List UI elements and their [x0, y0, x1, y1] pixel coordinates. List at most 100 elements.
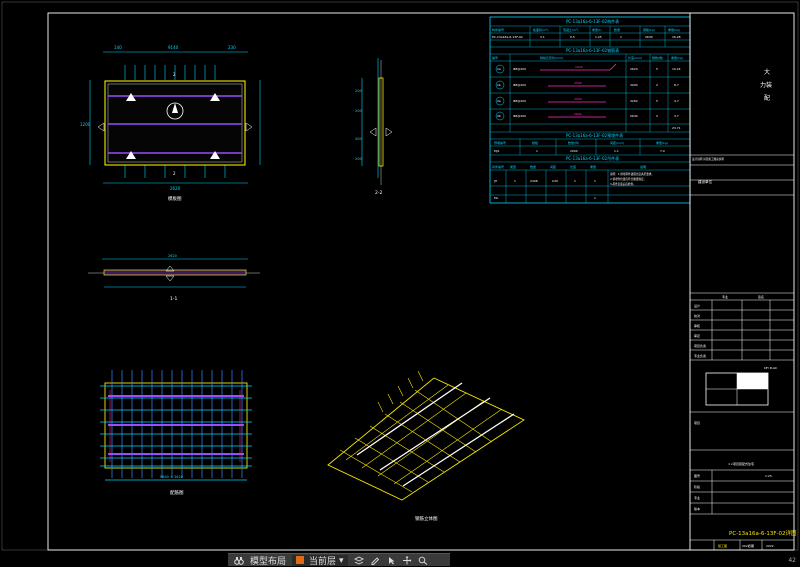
- layer-swatch: [296, 556, 305, 564]
- pointer-icon[interactable]: [386, 556, 396, 565]
- table-title-2: PC-13a16a-6-13F-02钢筋表: [566, 47, 619, 53]
- dim-22-2: 200: [355, 109, 362, 113]
- table-head-cell: 构件编号: [492, 27, 504, 32]
- rebar-weight: 3.7: [674, 114, 679, 118]
- table-note: 说明：1.预埋吊件锚固长度满足要求，: [610, 172, 654, 176]
- table-cell: 16.28: [672, 35, 681, 39]
- info-label: 阶段: [694, 484, 700, 489]
- table-head-cell: 说明: [640, 164, 646, 169]
- rebar-row: 2b Φ8@200 2600 2640 2 3.7: [495, 111, 679, 121]
- table-cell: 7.0: [660, 149, 665, 153]
- table-head-cell: 重量(kg): [671, 55, 683, 60]
- dim-top-3: 230: [228, 45, 236, 50]
- table-title-3: PC-13a16a-6-13F-02预埋件表: [566, 132, 623, 138]
- table-head-cell: 重量(kg): [668, 27, 680, 32]
- table-head-cell: 规格及形状(mm): [540, 55, 563, 60]
- layer-label: 当前层: [309, 555, 337, 566]
- layout-switch[interactable]: 模型布局: [250, 554, 286, 567]
- dim-bottom: 2620: [170, 186, 181, 191]
- table-cell: C20: [552, 179, 558, 183]
- table-head-cell: 板面积(m²): [533, 27, 548, 32]
- dim-11: 2620: [168, 254, 177, 258]
- layer-properties-icon[interactable]: [353, 555, 364, 565]
- info-label: 专业: [694, 495, 700, 500]
- table-cell: JH: [493, 179, 497, 183]
- small-note: 设计说明 详见施工图总说明: [692, 157, 724, 161]
- rebar-row: 2a Φ8@200 2900 3260 5 4.7: [495, 96, 679, 106]
- sign-row-label: 专业负责: [694, 353, 706, 358]
- binoculars-icon[interactable]: [234, 556, 244, 565]
- pan-icon[interactable]: [402, 555, 412, 565]
- rebar-len: 2620: [630, 67, 638, 71]
- rebar-cnt: 2: [656, 114, 658, 118]
- rebar-no: 2a: [497, 99, 501, 103]
- table-note: 3.吊件安装后应检查。: [610, 182, 636, 186]
- table-cell: 1: [536, 149, 538, 153]
- rebar-total: 23.71: [672, 126, 681, 130]
- footer-cell: 2022: [742, 544, 750, 548]
- rebar-plan-label: 配筋图: [170, 489, 184, 496]
- sign-row-label: 设计: [694, 303, 700, 308]
- project-label: 项目: [694, 421, 700, 425]
- dim-top-2: 9140: [168, 45, 179, 50]
- rebar-spec: Φ8@200: [513, 67, 526, 71]
- layer-select[interactable]: 当前层 ▾: [292, 554, 348, 566]
- lift-point-icon: [126, 151, 136, 159]
- unit-label: 建设单位: [698, 179, 712, 184]
- project-name: ××项目装配式住宅: [728, 461, 754, 466]
- section-2-2: 200 200 400 200 2-2: [355, 58, 393, 196]
- table-cell: 1.1: [614, 149, 619, 153]
- lift-point-icon: [210, 151, 220, 159]
- zoom-icon[interactable]: [418, 556, 428, 565]
- layout-label: 模型布局: [250, 555, 287, 566]
- table-cell: ML: [494, 196, 499, 200]
- table-head-cell: 根数(根): [652, 55, 663, 60]
- table-cell: 2408: [530, 179, 538, 183]
- table-head-cell: 数量(件): [568, 140, 579, 145]
- table-head-cell: 重量(kg): [656, 140, 668, 145]
- page-number: 42: [788, 557, 796, 564]
- key-plan-label: KEY PLAN: [764, 366, 777, 370]
- dim-22-3: 400: [355, 137, 362, 141]
- table-cell: 1: [594, 196, 596, 200]
- table-cell: 3.1: [540, 35, 545, 39]
- rebar-plan: 9840 + 2620 配筋图: [100, 370, 252, 496]
- table-title-1: PC-13a16a-6-13F-02构件表: [566, 18, 619, 24]
- table-cell: 1: [514, 179, 516, 183]
- cut-mark-bottom: 2: [173, 171, 176, 176]
- lift-point-icon: [126, 93, 136, 101]
- section-11-label: 1-1: [170, 296, 177, 302]
- table-head-cell: 长度(mm): [628, 55, 642, 60]
- rebar-cnt: 5: [656, 67, 658, 71]
- title-block: 大 力装 配 设计说明 详见施工图总说明 建设单位 专业 签名 设计 校对 审核…: [689, 13, 797, 550]
- company-line-3: 配: [764, 95, 770, 102]
- info-value: 1:25: [765, 474, 772, 478]
- info-label: 图号: [694, 473, 700, 478]
- rebar-shape-label: 2600: [574, 112, 582, 116]
- rebar-cnt: 5: [656, 99, 658, 103]
- iso-view-label: 钢筋立体图: [415, 515, 438, 522]
- rebar-spec: Φ8@200: [513, 99, 526, 103]
- rebar-shape-label: 1000: [575, 65, 583, 69]
- sign-header-2: 签名: [758, 294, 764, 299]
- company-line-1: 大: [764, 68, 770, 76]
- edit-icon[interactable]: [370, 556, 380, 565]
- schedule-table: PC-13a16a-6-13F-02构件表 构件编号 板面积(m²) 混凝土(m…: [489, 16, 691, 204]
- iso-view: 钢筋立体图: [327, 370, 525, 522]
- sign-row-label: 校对: [694, 313, 700, 318]
- info-label: 版本: [694, 506, 700, 511]
- rebar-no: 1a: [497, 67, 501, 71]
- table-title-4: PC-13a16a-6-13F-02吊件表: [566, 155, 619, 161]
- sign-row-label: 审核: [694, 323, 700, 328]
- slab-outline: [104, 80, 246, 166]
- footer-cell: 施工图: [718, 543, 727, 548]
- table-head-cell: 长度: [570, 164, 576, 169]
- rebar-row: 1b Φ8@200 2590 3090 2 8.7: [495, 80, 679, 90]
- table-head-cell: 编号: [492, 55, 498, 60]
- table-head-cell: 预埋编号: [494, 140, 506, 145]
- rebar-len: 3090: [630, 83, 638, 87]
- table-cell: MJ1: [494, 149, 499, 153]
- footer-cell: 2022: [766, 544, 774, 548]
- footer-cell: 日期: [748, 543, 754, 548]
